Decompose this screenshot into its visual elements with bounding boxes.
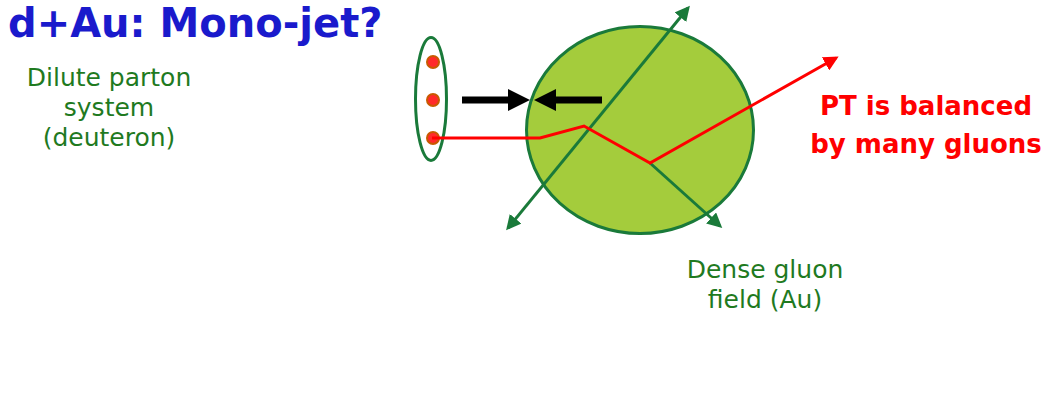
gluon-line bbox=[650, 163, 720, 226]
parton-dot bbox=[427, 94, 439, 106]
annotation: PT is balanced by many gluons bbox=[800, 88, 1052, 163]
gluon-line bbox=[508, 8, 688, 228]
parton-dot bbox=[427, 132, 439, 144]
parton-path bbox=[432, 58, 836, 163]
parton-dot bbox=[427, 56, 439, 68]
ellipse-outline bbox=[414, 36, 448, 162]
title: d+Au: Mono-jet? bbox=[8, 0, 383, 46]
deuteron-ellipse: Dilute parton system (deuteron) bbox=[414, 36, 448, 162]
gold-nucleus-ellipse: Dense gluon field (Au) bbox=[525, 25, 755, 235]
node-label: Dense gluon field (Au) bbox=[675, 255, 855, 315]
collision-arrows bbox=[462, 89, 602, 111]
node-label: Dilute parton system (deuteron) bbox=[4, 63, 214, 153]
ellipse-outline bbox=[525, 25, 755, 235]
